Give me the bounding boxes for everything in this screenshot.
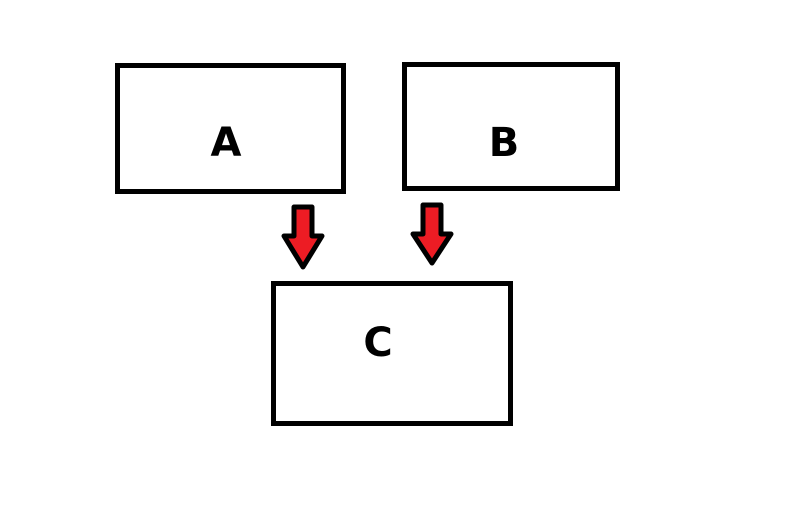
- node-c-box: [271, 281, 513, 426]
- node-a-box: [115, 63, 346, 194]
- node-c-label: C: [363, 320, 393, 366]
- arrow-down-icon: [281, 204, 325, 270]
- node-b-label: B: [488, 120, 520, 166]
- arrow-down-icon: [410, 202, 454, 266]
- node-b-box: [402, 62, 620, 191]
- node-a-label: A: [210, 120, 242, 166]
